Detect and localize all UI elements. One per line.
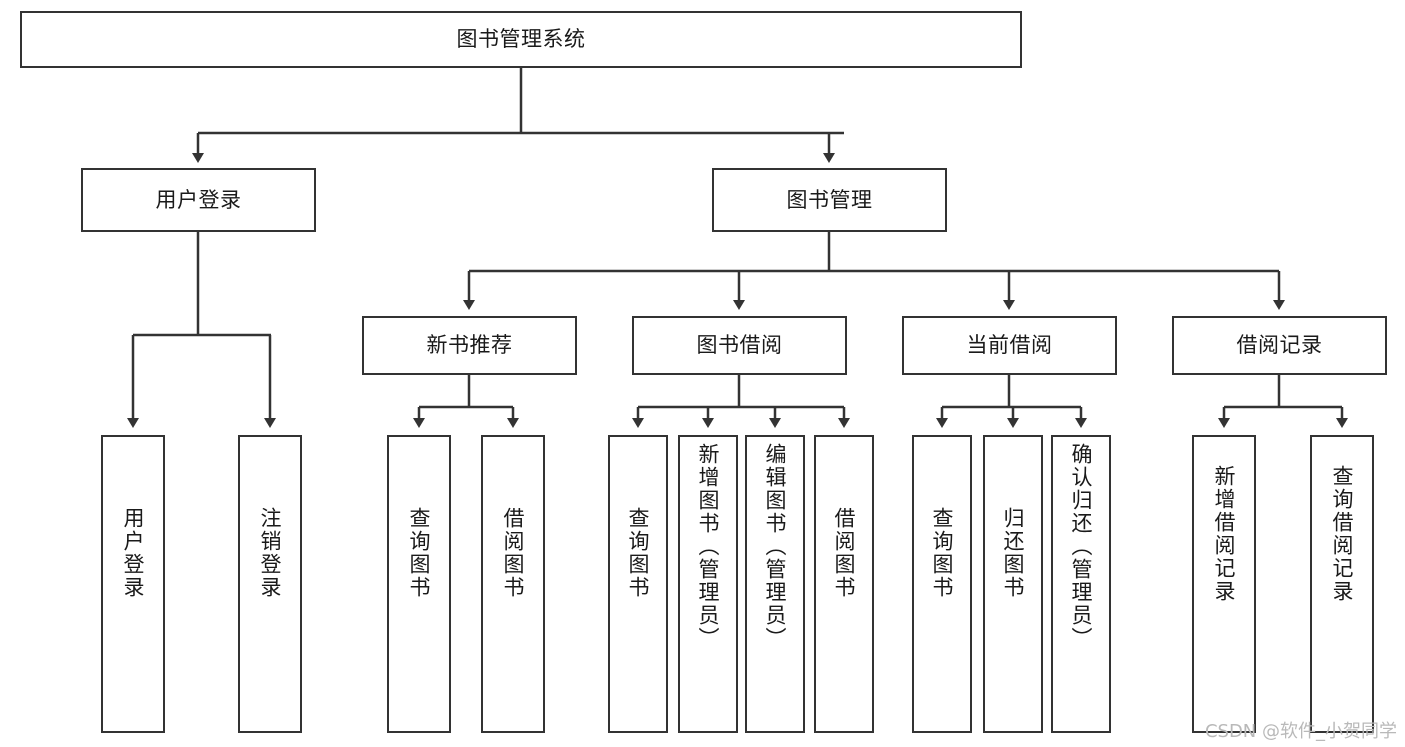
- node-leaf-query-book-2-label: 查询图书: [626, 507, 651, 599]
- node-borrow-record-label: 借阅记录: [1236, 333, 1323, 358]
- node-leaf-query-record[interactable]: 查询借阅记录: [1310, 435, 1374, 733]
- node-leaf-return-book[interactable]: 归还图书: [983, 435, 1043, 733]
- node-leaf-edit-book[interactable]: 编辑图书（管理员）: [745, 435, 805, 733]
- node-leaf-user-logout-label: 注销登录: [258, 507, 283, 599]
- node-leaf-query-book-3-label: 查询图书: [930, 507, 955, 599]
- connector-bookmanage-to-level3: [463, 232, 1285, 310]
- node-leaf-confirm-return[interactable]: 确认归还（管理员）: [1051, 435, 1111, 733]
- node-user-login-label: 用户登录: [155, 187, 242, 212]
- connector-userlogin-to-leaves: [127, 232, 276, 428]
- node-book-manage[interactable]: 图书管理: [712, 168, 947, 232]
- node-leaf-user-login[interactable]: 用户登录: [101, 435, 165, 733]
- node-leaf-user-logout[interactable]: 注销登录: [238, 435, 302, 733]
- node-borrow-record[interactable]: 借阅记录: [1172, 316, 1387, 375]
- node-leaf-borrow-book-2-label: 借阅图书: [832, 507, 857, 599]
- node-leaf-borrow-book-1[interactable]: 借阅图书: [481, 435, 545, 733]
- node-leaf-borrow-book-2[interactable]: 借阅图书: [814, 435, 874, 733]
- node-leaf-query-book-1[interactable]: 查询图书: [387, 435, 451, 733]
- node-new-book-recommend[interactable]: 新书推荐: [362, 316, 577, 375]
- node-leaf-confirm-return-label: 确认归还（管理员）: [1069, 443, 1094, 650]
- node-leaf-query-book-2[interactable]: 查询图书: [608, 435, 668, 733]
- node-user-login[interactable]: 用户登录: [81, 168, 316, 232]
- node-book-borrow[interactable]: 图书借阅: [632, 316, 847, 375]
- node-leaf-add-book-label: 新增图书（管理员）: [696, 443, 721, 650]
- node-leaf-query-book-1-label: 查询图书: [407, 507, 432, 599]
- connector-currentborrow-to-leaves: [936, 375, 1087, 428]
- connector-borrowrecord-to-leaves: [1218, 375, 1348, 428]
- node-new-book-recommend-label: 新书推荐: [426, 333, 513, 358]
- node-book-manage-label: 图书管理: [786, 187, 873, 212]
- connector-root-to-level2: [192, 68, 844, 163]
- node-leaf-query-book-3[interactable]: 查询图书: [912, 435, 972, 733]
- node-leaf-edit-book-label: 编辑图书（管理员）: [763, 443, 788, 650]
- node-leaf-add-record[interactable]: 新增借阅记录: [1192, 435, 1256, 733]
- node-book-borrow-label: 图书借阅: [696, 333, 783, 358]
- node-leaf-add-record-label: 新增借阅记录: [1212, 465, 1237, 603]
- node-current-borrow-label: 当前借阅: [966, 333, 1053, 358]
- node-leaf-query-record-label: 查询借阅记录: [1330, 465, 1355, 603]
- node-current-borrow[interactable]: 当前借阅: [902, 316, 1117, 375]
- node-leaf-user-login-label: 用户登录: [121, 507, 146, 599]
- node-leaf-borrow-book-1-label: 借阅图书: [501, 507, 526, 599]
- node-leaf-add-book[interactable]: 新增图书（管理员）: [678, 435, 738, 733]
- connector-newbook-to-leaves: [413, 375, 519, 428]
- connector-bookborrow-to-leaves: [632, 375, 850, 428]
- node-leaf-return-book-label: 归还图书: [1001, 507, 1026, 599]
- node-root-label: 图书管理系统: [456, 27, 586, 52]
- csdn-watermark: CSDN @软件_小贺同学: [1204, 721, 1397, 742]
- node-root[interactable]: 图书管理系统: [20, 11, 1022, 68]
